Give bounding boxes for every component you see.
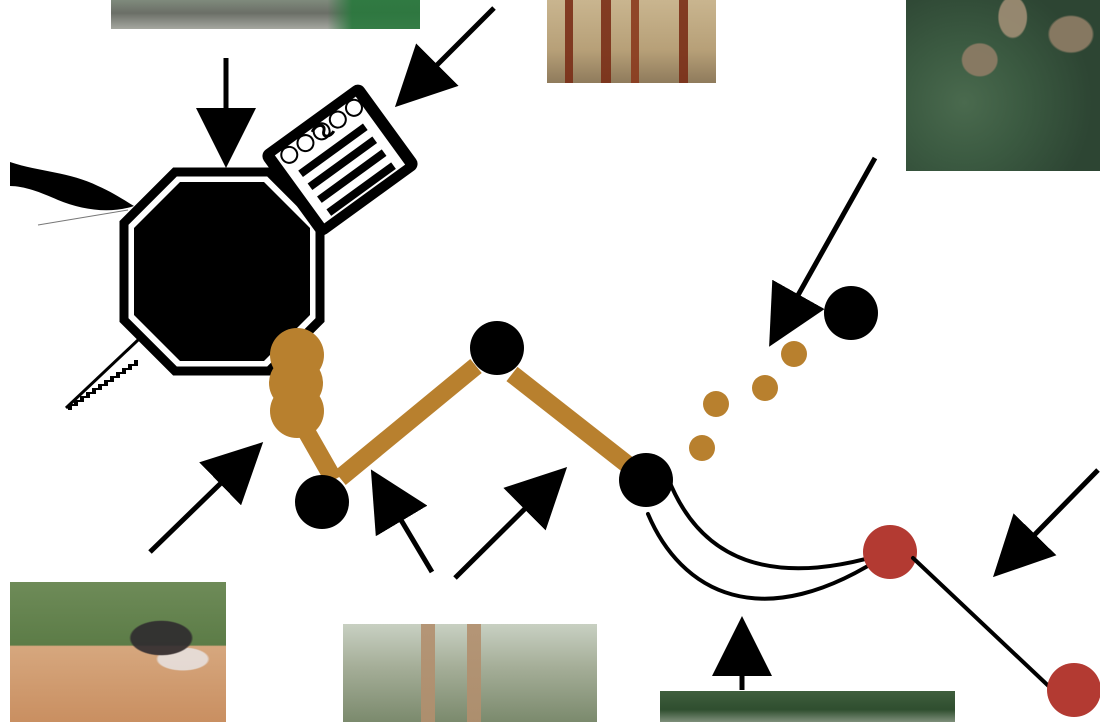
tan-dot-3 <box>752 375 778 401</box>
arrow-5 <box>370 469 435 574</box>
red-connector <box>911 556 1059 696</box>
photo-top-middle <box>547 0 716 83</box>
photo-bottom-right <box>660 691 955 722</box>
arrow-3 <box>769 156 878 347</box>
curve-1 <box>666 476 892 571</box>
arrow-4 <box>148 442 264 554</box>
wave-slide-line <box>37 209 129 226</box>
tan-node-3 <box>270 384 324 438</box>
tan-dot-4 <box>781 341 807 367</box>
black-node-4 <box>824 286 878 340</box>
photo-bottom-left <box>10 582 226 722</box>
stair-edge-icon <box>64 338 140 410</box>
black-node-3 <box>619 453 673 507</box>
tan-dot-1 <box>689 435 715 461</box>
red-node-2 <box>1047 663 1100 717</box>
black-node-1 <box>295 475 349 529</box>
red-node-1 <box>863 525 917 579</box>
arrow-2 <box>394 6 496 108</box>
ladder-sign-icon <box>262 84 418 236</box>
photo-top-right <box>906 0 1100 171</box>
black-node-2 <box>470 321 524 375</box>
beam-2 <box>334 359 482 485</box>
wave-slide-icon <box>10 162 134 211</box>
tan-dot-2 <box>703 391 729 417</box>
curve-2 <box>646 512 892 601</box>
octagon-structure-inner <box>134 182 310 361</box>
photo-top-left <box>111 0 420 29</box>
arrow-8 <box>993 468 1100 578</box>
photo-bottom-middle <box>343 624 597 722</box>
beam-3 <box>506 366 638 476</box>
arrow-6 <box>453 466 568 580</box>
